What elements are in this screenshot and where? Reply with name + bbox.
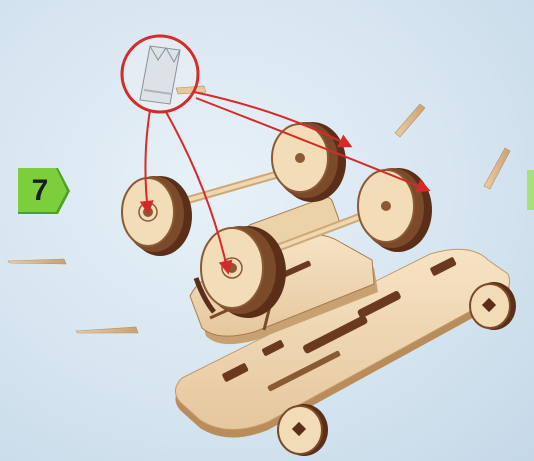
step-number: 7 [18, 168, 62, 214]
deck-wheel [470, 282, 516, 330]
utility-knife-blade-icon [122, 36, 206, 112]
cart-wheel-front-right [358, 168, 432, 252]
cart-wheel-rear-left [122, 176, 192, 256]
loose-pin [395, 104, 425, 137]
loose-pin [8, 259, 66, 264]
deck-wheel [278, 404, 328, 456]
cart-wheel-rear-right [272, 122, 346, 202]
next-step-badge-edge [527, 170, 534, 210]
loose-pin [484, 148, 510, 189]
step-badge: 7 [18, 168, 70, 214]
loose-pin [76, 327, 138, 333]
